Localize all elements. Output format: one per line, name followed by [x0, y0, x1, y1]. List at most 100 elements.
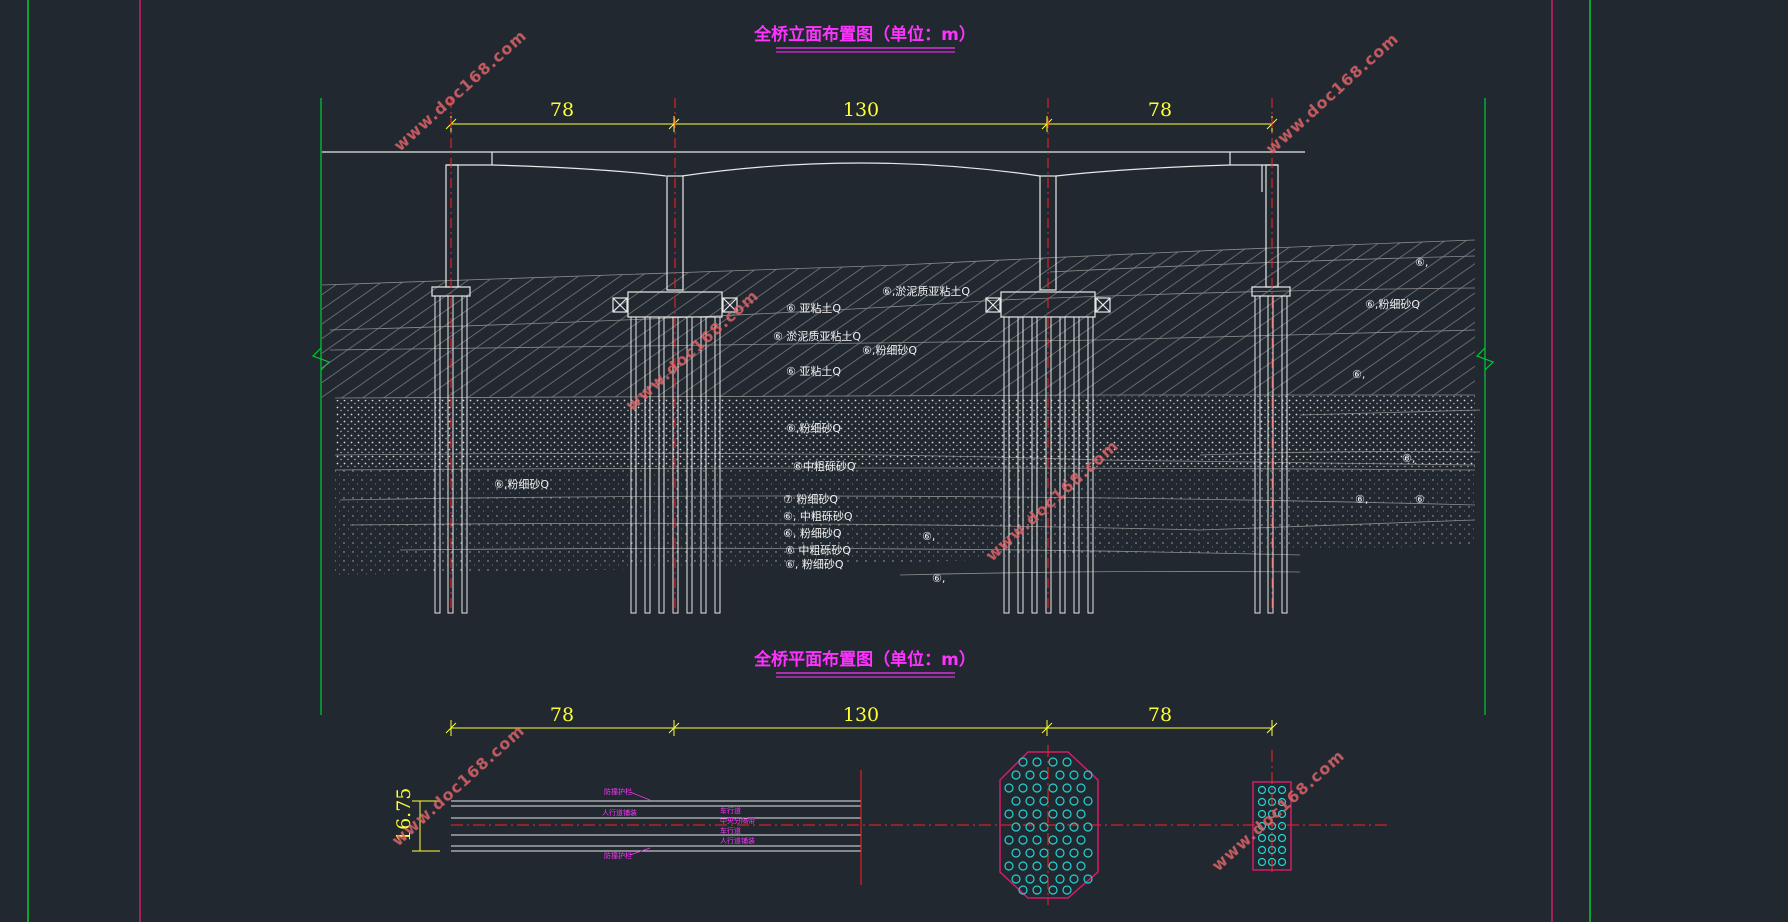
plan-deck: [451, 800, 861, 852]
plan-width-label: 16.75: [393, 788, 415, 842]
pile-circle: [1032, 809, 1042, 819]
pile-circle: [1018, 835, 1028, 845]
pile-circle: [1257, 845, 1267, 855]
pile-circle: [1048, 835, 1058, 845]
deck-label: 人行道铺装: [720, 836, 755, 845]
piers: [431, 164, 1291, 318]
pile-circle: [1062, 885, 1072, 895]
soil-label: ⑥,: [932, 572, 945, 585]
elevation-title: 全桥立面布置图（单位：m）: [753, 24, 976, 45]
pile-circle: [1076, 783, 1086, 793]
pile-circle: [1048, 809, 1058, 819]
plan-deck-labels: 防撞护栏 人行道铺装 车行道 中央分隔带 车行道 人行道铺装 防撞护栏: [602, 787, 755, 860]
pile-circle: [1076, 835, 1086, 845]
pile-circle: [1018, 861, 1028, 871]
deck-label: 防撞护栏: [604, 787, 632, 796]
deck-label: 车行道: [720, 806, 741, 815]
pile-circle: [1277, 797, 1287, 807]
pile-circle: [1257, 857, 1267, 867]
pile-circle: [1011, 770, 1021, 780]
plan-title: 全桥平面布置图（单位：m）: [753, 649, 976, 670]
pile-circle: [1032, 757, 1042, 767]
soil-labels: ⑥,淤泥质亚粘土Q ⑥ 亚粘土Q ⑥ 淤泥质亚粘土Q ⑥,粉细砂Q ⑥ 亚粘土Q…: [494, 256, 1428, 585]
pile-circle: [1018, 809, 1028, 819]
pile-circle: [1277, 785, 1287, 795]
pile-circle: [1083, 796, 1093, 806]
elevation-span-2: 130: [843, 99, 879, 121]
soil-profile: [321, 239, 1481, 576]
pile-circle: [1083, 848, 1093, 858]
soil-sand-layer: [335, 395, 1475, 470]
plan-span-1: 78: [550, 704, 574, 726]
pile-circle: [1055, 848, 1065, 858]
pier-2-column: [666, 175, 684, 291]
soil-label: ⑥,: [1352, 368, 1365, 381]
deck-label: 车行道: [720, 826, 741, 835]
pile-circle: [1277, 809, 1287, 819]
pile-circle: [1076, 809, 1086, 819]
pile-circle: [1032, 861, 1042, 871]
pile-circle: [1025, 822, 1035, 832]
elevation-span-3: 78: [1148, 99, 1172, 121]
pile-circle: [1039, 770, 1049, 780]
pile-circle: [1048, 861, 1058, 871]
soil-label: ⑥,粉细砂Q: [1365, 298, 1420, 311]
soil-label: ⑦ 粉细砂Q: [783, 493, 838, 506]
pile-circle: [1277, 845, 1287, 855]
pile-circle: [1025, 874, 1035, 884]
soil-label: ⑥: [1415, 493, 1425, 506]
plan-dimension: [445, 720, 1278, 736]
plan-span-2: 130: [843, 704, 879, 726]
watermark: www.doc168.com: [1262, 29, 1402, 158]
elevation-view: 全桥立面布置图（单位：m） 78 130 78: [311, 24, 1495, 715]
pile-circle: [1039, 822, 1049, 832]
break-symbol-right: [1475, 347, 1495, 371]
pile-circle: [1004, 835, 1014, 845]
pile-circle: [1039, 874, 1049, 884]
soil-label: ⑥,粉细砂Q: [494, 478, 549, 491]
pile-circle: [1025, 770, 1035, 780]
pile-circle: [1025, 848, 1035, 858]
pile-circle: [1055, 770, 1065, 780]
pile-circle: [1062, 835, 1072, 845]
pier-3-column: [1039, 175, 1057, 291]
pile-circle: [1083, 822, 1093, 832]
pile-circle: [1069, 848, 1079, 858]
plan-width-dimension: [412, 800, 440, 852]
main-pier-piles: [1004, 757, 1093, 895]
watermark: www.doc168.com: [1208, 746, 1348, 875]
pile-circle: [1018, 783, 1028, 793]
pile-circle: [1004, 809, 1014, 819]
deck-label: 中央分隔带: [720, 816, 755, 825]
soil-label: ⑥ 亚粘土Q: [786, 364, 841, 378]
pile-circle: [1267, 785, 1277, 795]
pier-1-column: [445, 164, 459, 288]
soil-label: ⑥ 中粗砾砂Q: [785, 544, 851, 557]
soil-label: ⑥, 粉细砂Q: [783, 527, 842, 540]
pile-circle: [1025, 796, 1035, 806]
pile-circle: [1004, 861, 1014, 871]
pier-centerlines: [450, 98, 1273, 613]
pile-circle: [1039, 796, 1049, 806]
pile-circle: [1277, 857, 1287, 867]
pile-circle: [1257, 821, 1267, 831]
pile-circle: [1062, 861, 1072, 871]
soil-label: ⑥,: [1402, 452, 1415, 465]
pile-circle: [1055, 796, 1065, 806]
pile-circle: [1062, 783, 1072, 793]
pile-circle: [1018, 757, 1028, 767]
pile-circle: [1032, 783, 1042, 793]
end-pier-piles: [1257, 785, 1287, 867]
piles: [434, 295, 1288, 614]
main-pier-footing-plan: [999, 751, 1099, 899]
soil-label: ⑥中粗砾砂Q: [793, 460, 856, 473]
pile-circle: [1032, 835, 1042, 845]
pile-circle: [1048, 757, 1058, 767]
deck-label: 人行道铺装: [602, 808, 637, 817]
soil-label: ⑥, 粉细砂Q: [785, 558, 844, 571]
pile-circle: [1048, 885, 1058, 895]
pile-circle: [1257, 785, 1267, 795]
pile-circle: [1257, 833, 1267, 843]
elevation-span-1: 78: [550, 99, 574, 121]
